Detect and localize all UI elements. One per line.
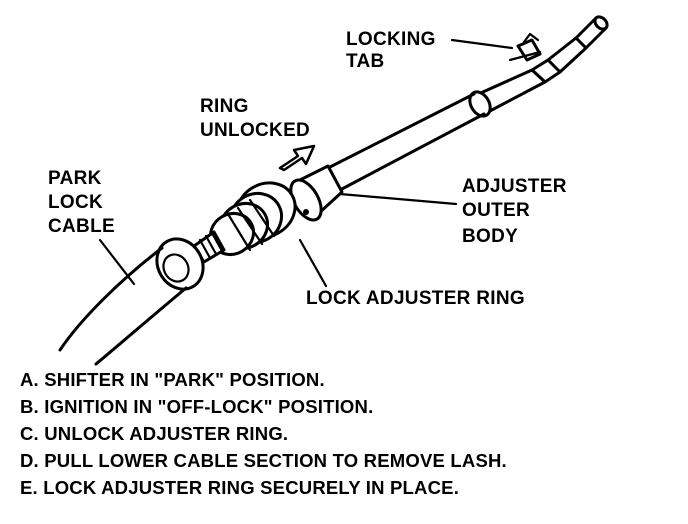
- leader-lines: [98, 38, 514, 288]
- lower-boot: [155, 237, 205, 291]
- upper-cable-end: [530, 15, 609, 84]
- step-d: D. PULL LOWER CABLE SECTION TO REMOVE LA…: [20, 450, 507, 471]
- lock-adjuster-ring: [208, 181, 297, 257]
- leader-adjuster-outer-body: [338, 192, 458, 206]
- leader-locking-tab: [450, 38, 514, 50]
- step-e: E. LOCK ADJUSTER RING SECURELY IN PLACE.: [20, 477, 459, 498]
- step-b: B. IGNITION IN "OFF-LOCK" POSITION.: [20, 396, 373, 417]
- upper-connector: [468, 50, 547, 118]
- upper-cable: [326, 92, 486, 192]
- label-adjuster-outer-body: ADJUSTER OUTER BODY: [462, 176, 572, 247]
- label-ring-unlocked: RING UNLOCKED: [200, 96, 310, 141]
- procedure-steps: A. SHIFTER IN "PARK" POSITION. B. IGNITI…: [20, 369, 507, 498]
- park-lock-cable: [58, 246, 188, 366]
- label-lock-adjuster-ring: LOCK ADJUSTER RING: [306, 288, 525, 309]
- leader-lock-adjuster-ring: [298, 238, 328, 288]
- label-park-lock-cable: PARK LOCK CABLE: [48, 168, 115, 237]
- ring-unlocked-arrow: [278, 144, 316, 172]
- step-a: A. SHIFTER IN "PARK" POSITION.: [20, 369, 325, 390]
- cable-illustration: [58, 15, 609, 366]
- label-locking-tab: LOCKING TAB: [346, 29, 441, 72]
- leader-park-lock-cable: [98, 238, 136, 286]
- step-c: C. UNLOCK ADJUSTER RING.: [20, 423, 288, 444]
